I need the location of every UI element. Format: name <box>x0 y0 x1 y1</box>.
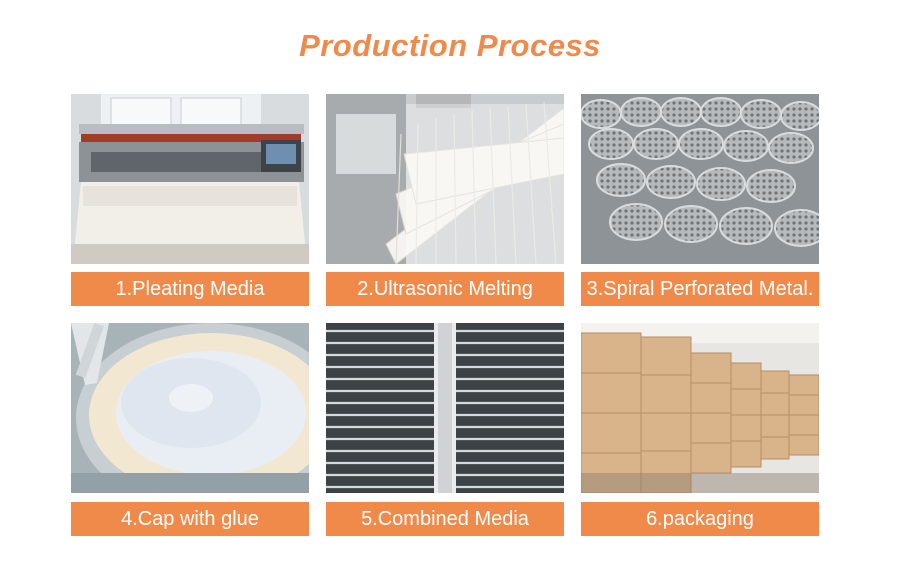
step-label-5: 5.Combined Media <box>326 502 564 536</box>
step-label-6: 6.packaging <box>581 502 819 536</box>
step-label-3: 3.Spiral Perforated Metal. <box>581 272 819 306</box>
packaging-boxes-photo <box>581 323 819 493</box>
page-title: Production Process <box>299 28 601 63</box>
glue-cap-photo <box>71 323 309 493</box>
step-label-1: 1.Pleating Media <box>71 272 309 306</box>
step-label-2: 2.Ultrasonic Melting <box>326 272 564 306</box>
step-label-4: 4.Cap with glue <box>71 502 309 536</box>
pleated-paper-photo <box>326 94 564 264</box>
combined-media-photo <box>326 323 564 493</box>
metal-mesh-tubes-photo <box>581 94 819 264</box>
pleating-machine-photo <box>71 94 309 264</box>
